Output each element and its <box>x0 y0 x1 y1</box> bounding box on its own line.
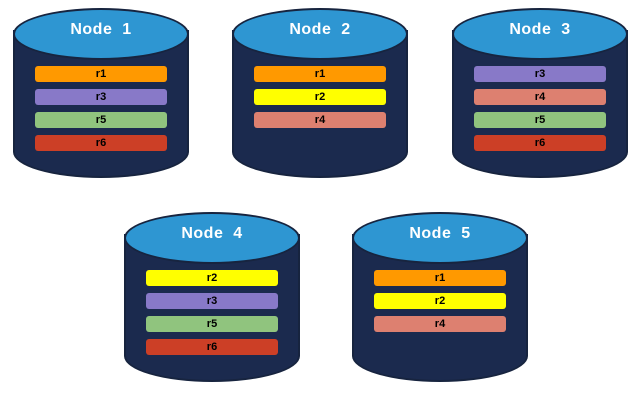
replica-bar: r2 <box>254 89 386 105</box>
replica-bar: r4 <box>374 316 506 332</box>
replica-list: r1 r2 r4 <box>374 270 506 339</box>
replica-bar: r2 <box>374 293 506 309</box>
node-label: Node 1 <box>70 21 132 38</box>
replica-bar: r3 <box>474 66 606 82</box>
replica-bar: r6 <box>146 339 278 355</box>
replica-bar: r5 <box>474 112 606 128</box>
replica-bar: r6 <box>474 135 606 151</box>
replica-bar: r3 <box>35 89 167 105</box>
replica-bar: r3 <box>146 293 278 309</box>
database-node: Node 3 r3 r4 r5 r6 <box>452 8 628 186</box>
database-node: Node 1 r1 r3 r5 r6 <box>13 8 189 186</box>
replica-bar: r2 <box>146 270 278 286</box>
replica-bar: r1 <box>35 66 167 82</box>
database-node: Node 2 r1 r2 r4 <box>232 8 408 186</box>
cylinder-top-ellipse <box>124 212 300 264</box>
replica-bar: r1 <box>254 66 386 82</box>
replica-list: r1 r2 r4 <box>254 66 386 135</box>
cylinder-top-ellipse <box>232 8 408 60</box>
replica-bar: r1 <box>374 270 506 286</box>
replica-bar: r6 <box>35 135 167 151</box>
node-label: Node 4 <box>181 225 243 242</box>
database-node: Node 5 r1 r2 r4 <box>352 212 528 390</box>
node-label: Node 3 <box>509 21 571 38</box>
replica-list: r2 r3 r5 r6 <box>146 270 278 362</box>
cylinder-top-ellipse <box>13 8 189 60</box>
cylinder-top-ellipse <box>352 212 528 264</box>
node-label: Node 2 <box>289 21 351 38</box>
replica-bar: r5 <box>146 316 278 332</box>
database-node: Node 4 r2 r3 r5 r6 <box>124 212 300 390</box>
node-label: Node 5 <box>409 225 471 242</box>
replica-bar: r4 <box>254 112 386 128</box>
replica-list: r3 r4 r5 r6 <box>474 66 606 158</box>
replica-bar: r4 <box>474 89 606 105</box>
replica-bar: r5 <box>35 112 167 128</box>
cylinder-top-ellipse <box>452 8 628 60</box>
replica-list: r1 r3 r5 r6 <box>35 66 167 158</box>
